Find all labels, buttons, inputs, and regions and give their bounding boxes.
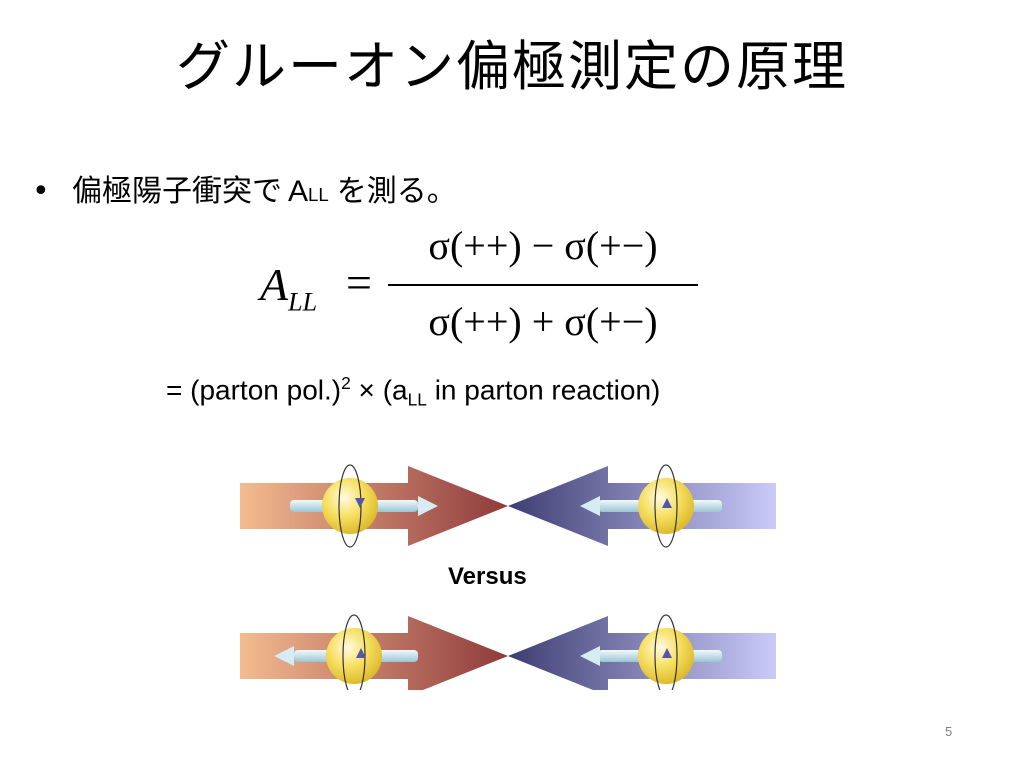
times-sign: × bbox=[358, 374, 375, 406]
proton-sphere-left-bottom bbox=[326, 628, 382, 684]
bullet-marker: • bbox=[32, 174, 50, 209]
page-number: 5 bbox=[945, 724, 953, 739]
versus-label: Versus bbox=[448, 563, 527, 590]
collision-diagram bbox=[240, 464, 776, 690]
proton-sphere-left bbox=[322, 478, 378, 534]
helicity-arrow-left bbox=[355, 498, 365, 508]
slide-title: グルーオン偏極測定の原理 bbox=[176, 35, 848, 98]
formula-lhs: ALL bbox=[260, 258, 317, 317]
spin-orbit-right bbox=[654, 464, 678, 548]
helicity-arrow-right bbox=[662, 498, 672, 508]
asymmetry-formula: ALL = σ(++) − σ(+−) σ(++) + σ(+−) bbox=[260, 223, 710, 348]
relation-prefix: = (parton pol.) bbox=[166, 374, 342, 406]
spin-arrowhead-right-bottom bbox=[580, 646, 600, 666]
parton-relation: = (parton pol.)2 × (aLL in parton reacti… bbox=[166, 373, 660, 410]
bullet-text-before: 偏極陽子衝突で bbox=[72, 174, 282, 209]
spin-orbit-right-bottom bbox=[654, 614, 678, 690]
bottom-collision-row bbox=[240, 614, 776, 690]
formula-lhs-sub: LL bbox=[288, 287, 318, 317]
relation-paren-open: (a bbox=[382, 374, 408, 406]
spin-arrowhead-left bbox=[418, 496, 438, 516]
spin-arrowhead-left-bottom bbox=[274, 646, 294, 666]
relation-sub: LL bbox=[407, 389, 427, 410]
formula-equals: = bbox=[346, 257, 372, 308]
formula-denominator: σ(++) + σ(+−) bbox=[428, 299, 658, 344]
bullet-symbol: A bbox=[288, 175, 309, 208]
top-collision-row bbox=[240, 464, 776, 548]
bullet-text-after: を測る。 bbox=[336, 174, 457, 209]
helicity-arrow-right-bottom bbox=[662, 648, 672, 658]
bullet-symbol-sub: LL bbox=[308, 184, 329, 205]
formula-lhs-symbol: A bbox=[260, 259, 289, 310]
fraction-bar bbox=[388, 284, 698, 286]
formula-numerator: σ(++) − σ(+−) bbox=[428, 223, 658, 268]
helicity-arrow-left-bottom bbox=[356, 648, 366, 658]
spin-arrowhead-right bbox=[580, 496, 600, 516]
relation-suffix: in parton reaction) bbox=[434, 374, 661, 406]
relation-exponent: 2 bbox=[341, 373, 351, 393]
